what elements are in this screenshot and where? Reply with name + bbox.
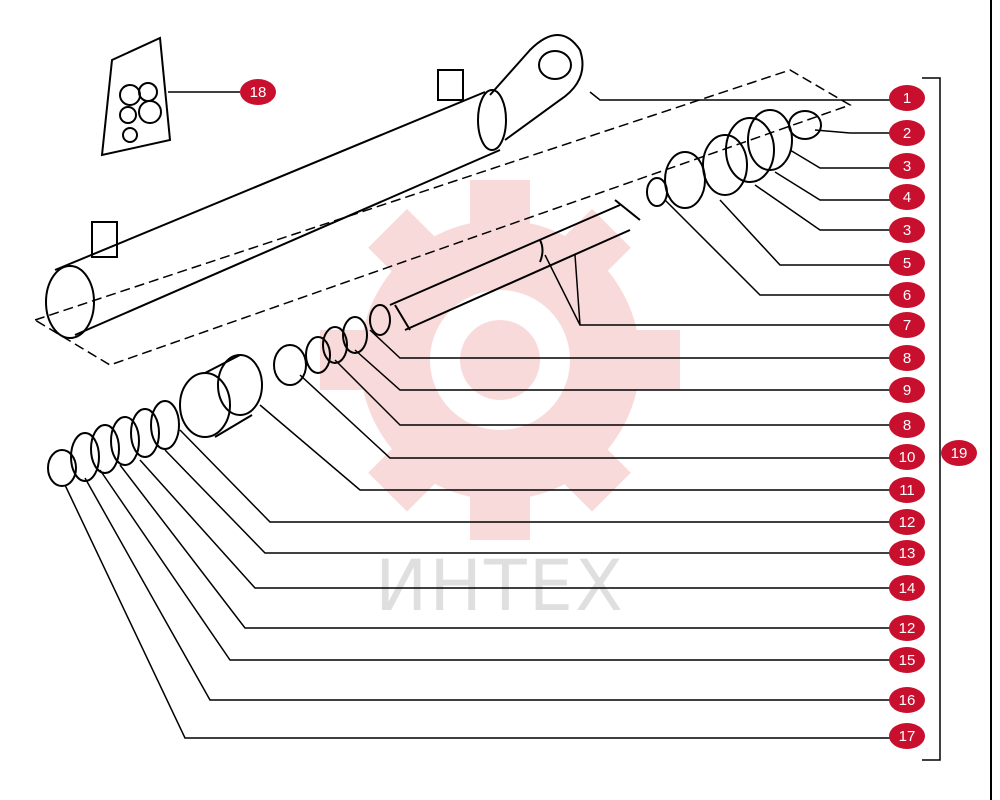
callout-6[interactable]: 6 — [889, 282, 925, 308]
callout-3b[interactable]: 3 — [889, 217, 925, 243]
callout-9[interactable]: 9 — [889, 377, 925, 403]
callout-5[interactable]: 5 — [889, 250, 925, 276]
callout-4[interactable]: 4 — [889, 184, 925, 210]
callout-13[interactable]: 13 — [889, 540, 925, 566]
callout-12[interactable]: 12 — [889, 509, 925, 535]
callout-12b[interactable]: 12 — [889, 615, 925, 641]
seal-kit-bag — [100, 36, 172, 157]
callout-15[interactable]: 15 — [889, 647, 925, 673]
callout-19[interactable]: 19 — [941, 440, 977, 466]
watermark-text: ИНТЕХ — [375, 545, 625, 627]
callout-17[interactable]: 17 — [889, 723, 925, 749]
callout-8[interactable]: 8 — [889, 345, 925, 371]
piston-rod — [369, 199, 641, 336]
callout-8b[interactable]: 8 — [889, 412, 925, 438]
leader-lines — [64, 77, 941, 761]
callout-1[interactable]: 1 — [889, 85, 925, 111]
callout-11[interactable]: 11 — [889, 477, 925, 503]
piston-assembly — [646, 109, 822, 209]
callout-7[interactable]: 7 — [889, 312, 925, 338]
callout-3[interactable]: 3 — [889, 153, 925, 179]
watermark-gear-logo — [320, 180, 680, 540]
callout-18[interactable]: 18 — [240, 79, 276, 105]
callout-16[interactable]: 16 — [889, 687, 925, 713]
callout-14[interactable]: 14 — [889, 575, 925, 601]
callout-10[interactable]: 10 — [889, 444, 925, 470]
cylinder-barrel — [33, 34, 852, 366]
callout-2[interactable]: 2 — [889, 120, 925, 146]
gland-seals — [47, 316, 368, 487]
